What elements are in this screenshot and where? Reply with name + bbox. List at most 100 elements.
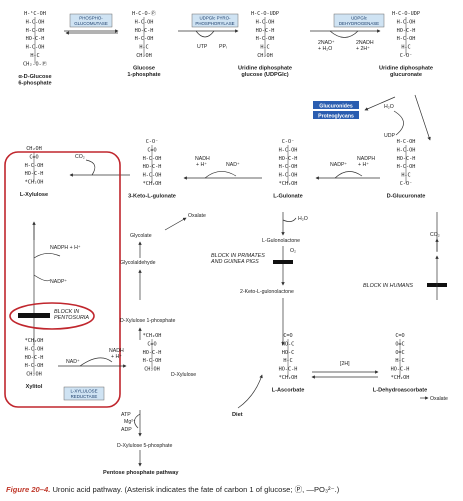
structure-ketogul-line: *CH₂OH xyxy=(143,181,162,187)
oxalate-label-1: Oxalate xyxy=(188,213,206,219)
enzyme-udpglc-pyrophosphorylase-label: UDPGlc PYRO-PHOSPHORYLASE xyxy=(195,16,234,27)
structure-ascorbate-line: *CH₂OH xyxy=(279,375,298,381)
arrow-h2o-3 xyxy=(282,217,297,222)
arrow-nad-nadh xyxy=(329,30,359,38)
gulonolactone-label: L-Gulonolactone xyxy=(262,238,300,244)
atp-label: ATP xyxy=(121,412,131,418)
nad-label-2: NAD⁺ xyxy=(226,162,240,168)
arrow-glycolate-to-oxalate xyxy=(164,217,187,231)
enzyme-phosphoglucomutase-label: PHOSPHO-GLUCOMUTASE xyxy=(74,16,108,27)
udp-label: UDP xyxy=(384,133,395,139)
enzyme-udpglc-pyrophosphorylase: UDPGlc PYRO-PHOSPHORYLASE xyxy=(191,13,239,28)
block-bar-pentosuria xyxy=(18,313,50,318)
structure-xylitol-name: Xylitol xyxy=(26,384,43,390)
structure-g1p-line: H-C-O-Ⓟ xyxy=(132,9,156,17)
h-label-3: + H⁺ xyxy=(358,162,369,168)
nadh-label-2: NADH xyxy=(195,156,210,162)
dxyl1p-label: D-Xylulose 1-phosphate xyxy=(120,318,175,324)
nadh-label-1: 2NADH xyxy=(356,40,374,46)
h-label-1: + 2H⁺ xyxy=(356,46,370,52)
co2-label-1: CO₂ xyxy=(75,154,85,160)
co2-label-2: CO₂ xyxy=(430,232,440,238)
structure-g1p-name: Glucose xyxy=(133,65,155,71)
arrow-udpgluc-to-glucuronate xyxy=(414,94,431,141)
structure-udpgluc-line: C-O⁻ xyxy=(400,53,413,59)
structure-glucuronate-line: C-O⁻ xyxy=(400,181,413,187)
glucuronides-box xyxy=(313,101,359,109)
nad-label-1: 2NAD⁺ xyxy=(318,40,335,46)
arrow-nad-nadh-3 xyxy=(79,357,113,367)
structure-glucuronate: H-C-OHH-C-OHHO-C-HH-C-OHH-CC-O⁻D-Glucuro… xyxy=(387,139,426,199)
structure-udpg-line: CH₂OH xyxy=(257,53,273,59)
structure-gulonate-name: L-Gulonate xyxy=(273,193,303,199)
nadph-label-1: NADPH xyxy=(357,156,375,162)
structure-udpg-line: H-C-O-UDP xyxy=(251,11,279,17)
nadh-label-3: NADH+ H⁺ xyxy=(109,348,124,360)
nadp-label-2: NADP⁺ xyxy=(50,279,67,285)
dxyl5p-label: D-Xylulose 5-phosphate xyxy=(117,443,172,449)
structure-udpgluc-name: Uridine diphosphate xyxy=(379,65,433,71)
structure-ketogul-name: 3-Keto-L-gulonate xyxy=(128,193,176,199)
arrow-nadh-nad xyxy=(204,171,237,179)
structure-udpg-name: Uridine diphosphate xyxy=(238,65,292,71)
figure-caption: Figure 20–4. Uronic acid pathway. (Aster… xyxy=(6,484,339,495)
structure-dehydroasc-name: L-Dehydroascorbate xyxy=(373,387,427,393)
structure-g6p-name: 6-phosphate xyxy=(18,80,51,86)
proteoglycans-label: Proteoglycans xyxy=(318,114,354,120)
dxylulose-label: D-Xylulose xyxy=(171,372,196,378)
arrow-diet xyxy=(237,374,263,409)
glucuronides-label: Glucuronides xyxy=(319,104,353,110)
ketogulonolactone-label: 2-Keto-L-gulonolactone xyxy=(240,289,294,295)
mg-label: Mg²⁺ xyxy=(124,419,136,425)
h-label-2: + H⁺ xyxy=(196,162,207,168)
structure-dehydroasc-line: *CH₂OH xyxy=(391,375,410,381)
nadph-label-2: NADPH + H⁺ xyxy=(50,245,81,251)
structure-xylulose-name: L-Xylulose xyxy=(20,192,48,198)
structure-g6p: H-¹C-OHH-C-OHH-C-OHHO-C-HH-C-OHH-CCH₂-O-… xyxy=(18,11,51,86)
structure-g6p-name: α-D-Glucose xyxy=(18,74,51,80)
structure-glucuronate-line: H-C-OH xyxy=(397,139,416,145)
enzyme-phosphoglucomutase: PHOSPHO-GLUCOMUTASE xyxy=(69,13,113,28)
structure-ketogul: C-O⁻C=OH-C-OHHO-C-HH-C-OH*CH₂OH3-Keto-L-… xyxy=(128,139,176,199)
structure-g6p-line: H-¹C-OH xyxy=(24,11,46,17)
structure-udpgluc: H-C-O-UDPH-C-OHHO-C-HH-C-OHH-CC-O⁻Uridin… xyxy=(379,11,433,78)
pentose-pathway-label: Pentose phosphate pathway xyxy=(103,470,179,476)
structure-xylulose-line: *CH₂OH xyxy=(25,180,44,186)
arrow-utp-ppi xyxy=(195,30,215,38)
structure-dehydroasc: C=OO=CO=CH-CHO-C-H*CH₂OHL-Dehydroascorba… xyxy=(373,333,427,393)
adp-label: ADP xyxy=(121,427,132,433)
figure-number: Figure 20–4. xyxy=(6,485,51,494)
arrow-co2 xyxy=(85,159,96,176)
structure-ascorbate-line: C=O xyxy=(283,333,292,339)
structure-dehydroasc-line: C=O xyxy=(395,333,404,339)
twoh-label: [2H] xyxy=(340,361,350,367)
structure-udpgluc-name: glucuronate xyxy=(390,72,422,78)
arrow-to-glucuronides xyxy=(364,96,396,111)
caption-text: Uronic acid pathway. (Asterisk indicates… xyxy=(50,485,340,494)
structure-g1p-line: CH₂OH xyxy=(136,53,152,59)
structure-ascorbate-name: L-Ascorbate xyxy=(272,387,305,393)
red-highlight-ellipse xyxy=(9,302,95,330)
proteoglycans-box xyxy=(313,111,359,119)
structure-g1p-name: 1-phosphate xyxy=(127,72,160,78)
block-humans-label: BLOCK IN HUMANS xyxy=(363,283,413,289)
structure-dxylulose-line: *CH₂OH xyxy=(143,333,162,339)
structure-udpg-name: glucose (UDPGlc) xyxy=(241,72,288,78)
ppi-label: PPᵢ xyxy=(219,44,227,50)
structure-ketogul-line: C-O⁻ xyxy=(146,139,159,145)
arrow-atp-adp xyxy=(134,413,141,429)
structure-xylulose-line: CH₂OH xyxy=(26,146,42,152)
arrow-nadp-nadph xyxy=(334,171,363,179)
structure-udpg: H-C-O-UDPH-C-OHHO-C-HH-C-OHH-CCH₂OHUridi… xyxy=(238,11,292,78)
